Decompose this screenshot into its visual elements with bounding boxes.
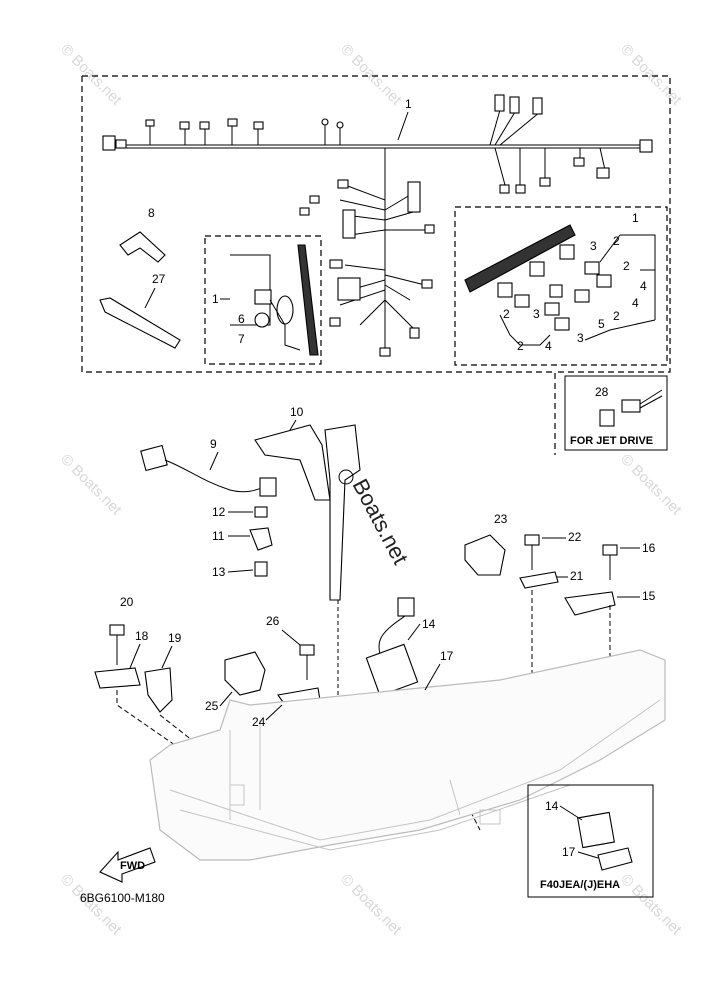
- callout-28: 28: [595, 385, 609, 399]
- clamp-part: [224, 651, 266, 696]
- watermark: © Boats.net: [337, 871, 405, 939]
- callout-19: 19: [168, 631, 182, 645]
- plate-part: [249, 527, 273, 551]
- engine-hull: [149, 649, 666, 861]
- wire-harness: [102, 94, 653, 357]
- callout-26: 26: [266, 614, 280, 628]
- callout-10: 10: [290, 405, 304, 419]
- callout-16: 16: [642, 541, 656, 555]
- callout-11: 11: [212, 529, 225, 543]
- screw-head: [109, 624, 125, 636]
- bracket-part: [564, 591, 616, 616]
- clip-part: [119, 231, 166, 263]
- callout-4: 4: [632, 296, 639, 310]
- callout-7: 7: [238, 332, 245, 346]
- shaft-part: [324, 424, 361, 601]
- cable-tie-part: [99, 297, 181, 349]
- jet-drive-box: [564, 375, 668, 451]
- fwd-arrow-icon: FWD: [99, 847, 156, 883]
- callout-12: 12: [212, 505, 226, 519]
- callout-1: 1: [405, 97, 412, 111]
- sub-assembly-box-right: [454, 206, 668, 366]
- grommet-cable: [365, 597, 419, 697]
- model-label: F40JEA/(J)EHA: [540, 879, 620, 891]
- callout-18: 18: [135, 629, 149, 643]
- clamp-part: [144, 667, 173, 713]
- callout-2: 2: [517, 339, 524, 353]
- callout-2: 2: [623, 259, 630, 273]
- center-watermark: Boats.net: [348, 475, 414, 569]
- plate-part: [94, 667, 141, 689]
- watermark: © Boats.net: [57, 41, 125, 109]
- callout-5: 5: [598, 317, 605, 331]
- callout-3: 3: [590, 239, 597, 253]
- watermark: © Boats.net: [617, 871, 685, 939]
- diagram-code: 6BG6100-M180: [80, 891, 165, 905]
- watermark: © Boats.net: [57, 451, 125, 519]
- screw-head: [602, 544, 618, 556]
- callout-8: 8: [148, 206, 155, 220]
- bolt-part: [254, 561, 268, 577]
- callout-1: 1: [632, 211, 639, 225]
- callout-27: 27: [152, 272, 166, 286]
- callout-labels: 1 1 1 8 27 6 7 2 3 4 2 5 3 2 3 2 4 2 4 2…: [80, 97, 656, 905]
- callout-2: 2: [613, 309, 620, 323]
- sleeve-part: [254, 506, 268, 518]
- screw-head: [524, 534, 540, 546]
- cable-assembly: [140, 444, 277, 497]
- callout-13: 13: [212, 565, 226, 579]
- callout-4: 4: [640, 279, 647, 293]
- bracket-part: [254, 424, 331, 501]
- jet-drive-label: FOR JET DRIVE: [570, 435, 653, 447]
- callout-2: 2: [613, 234, 620, 248]
- sensor-assembly: [230, 244, 319, 356]
- fwd-label: FWD: [120, 860, 145, 872]
- callout-14: 14: [545, 799, 559, 813]
- grommet-inset: [577, 811, 615, 849]
- clamp-part: [464, 534, 506, 576]
- watermark-logo-icon: [338, 469, 354, 485]
- harness-group-frame: [82, 75, 671, 455]
- watermark: © Boats.net: [617, 451, 685, 519]
- bracket-part: [519, 571, 559, 589]
- sub-assembly-box-left: [204, 235, 322, 365]
- jet-drive-connector: [599, 389, 663, 427]
- callout-22: 22: [568, 530, 582, 544]
- connector-set: [464, 224, 656, 346]
- callout-9: 9: [210, 437, 217, 451]
- harness-group-frame: [81, 76, 555, 373]
- watermark: © Boats.net: [337, 41, 405, 109]
- watermark: © Boats.net: [617, 41, 685, 109]
- callout-3: 3: [577, 331, 584, 345]
- callout-3: 3: [533, 307, 540, 321]
- callout-20: 20: [120, 595, 134, 609]
- callout-14: 14: [422, 617, 436, 631]
- callout-1: 1: [212, 292, 219, 306]
- callout-24: 24: [252, 715, 266, 729]
- callout-6: 6: [238, 312, 245, 326]
- callout-25: 25: [205, 699, 219, 713]
- callout-2: 2: [503, 307, 510, 321]
- model-inset-box: [527, 784, 654, 898]
- callout-17: 17: [440, 649, 454, 663]
- callout-17: 17: [562, 845, 576, 859]
- callout-23: 23: [494, 512, 508, 526]
- callout-21: 21: [570, 569, 584, 583]
- callout-15: 15: [642, 589, 656, 603]
- callout-4: 4: [545, 339, 552, 353]
- seal-inset: [597, 847, 633, 871]
- screw-head: [299, 644, 315, 656]
